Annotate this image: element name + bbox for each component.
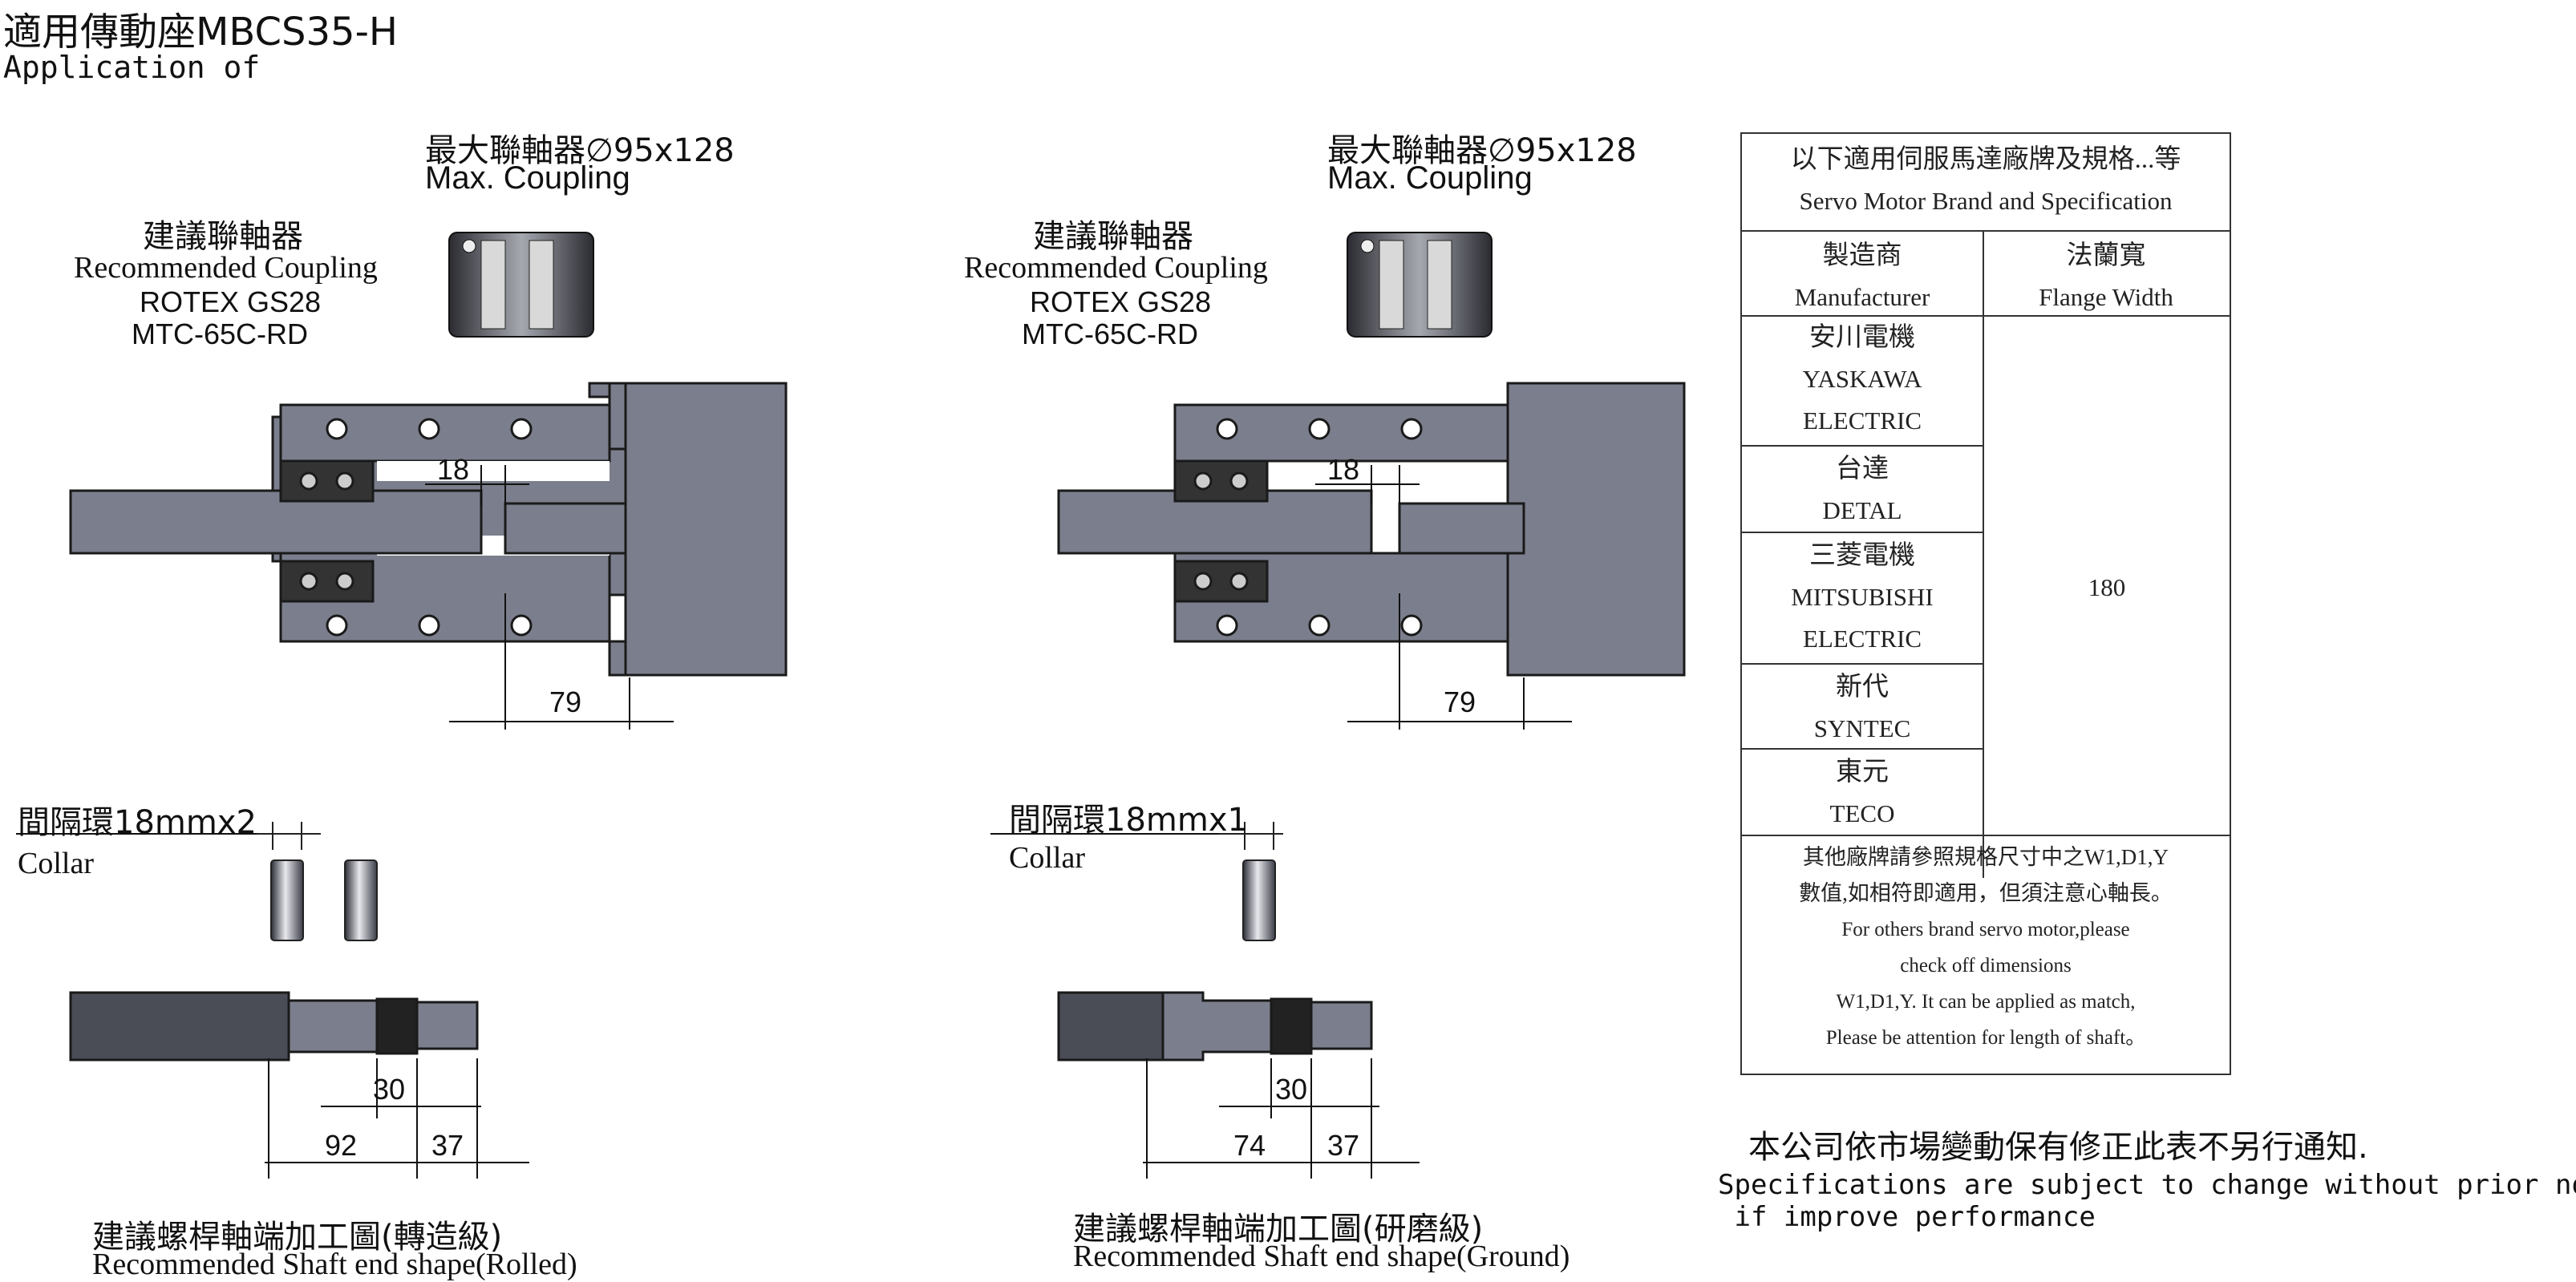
manufacturer-line1: 安川電機 (1809, 323, 1915, 352)
page-subtitle: Application of (3, 50, 261, 85)
right-caption-cn: 建議螺桿軸端加工圖(研磨級) (1073, 1211, 1484, 1248)
table-row: 東元 TECO (1742, 750, 1983, 835)
left-max-coupling-en: Max. Coupling (425, 160, 630, 196)
right-dimension-lines (1315, 465, 1572, 730)
notice-cn: 本公司依市場變動保有修正此表不另行通知. (1748, 1129, 2368, 1166)
left-dim-thread: 30 (373, 1073, 406, 1106)
right-dim-b: 37 (1327, 1129, 1360, 1162)
note-en-line2: check off dimensions (1900, 955, 2072, 977)
right-dim-gap: 18 (1327, 453, 1360, 486)
note-en-line1: For others brand servo motor,please (1841, 919, 2130, 940)
left-dim-a: 92 (325, 1129, 358, 1162)
note-divider (1742, 835, 2230, 836)
flange-width-value: 180 (2088, 573, 2126, 601)
col-flange-cn: 法蘭寬 (2066, 241, 2146, 270)
col-manufacturer-en: Manufacturer (1794, 283, 1930, 311)
right-assembly-drawing (1057, 382, 1686, 677)
col-manufacturer-cn: 製造商 (1822, 241, 1902, 270)
left-caption-en: Recommended Shaft end shape(Rolled) (92, 1248, 577, 1281)
column-divider (1983, 230, 1984, 878)
manufacturer-line2: SYNTEC (1813, 714, 1911, 742)
left-rec-coupling-cn: 建議聯軸器 (143, 218, 303, 255)
spec-table-header-cn: 以下適用伺服馬達廠牌及規格...等 (1790, 145, 2181, 174)
note-en-line4: Please be attention for length of shaft。 (1825, 1027, 2146, 1049)
left-shaft-end (69, 991, 479, 1062)
page-title: 適用傳動座MBCS35-H (3, 10, 398, 55)
left-collar-cn: 間隔環18mmx2 (18, 804, 257, 841)
left-dimension-lines (425, 465, 674, 730)
right-coupling-image (1347, 232, 1493, 338)
manufacturer-line3: ELECTRIC (1802, 625, 1922, 653)
note-en-line3: W1,D1,Y. It can be applied as match, (1836, 991, 2136, 1013)
right-collar (1219, 822, 1283, 941)
right-max-coupling-cn: 最大聯軸器∅95x128 (1327, 132, 1637, 169)
manufacturer-line2: MITSUBISHI (1791, 583, 1934, 611)
left-collars (257, 822, 378, 941)
spec-table-col-headers: 製造商 Manufacturer 法蘭寬 Flange Width (1742, 230, 2230, 317)
manufacturer-line3: ELECTRIC (1802, 406, 1922, 435)
left-rec-coupling-model1: ROTEX GS28 (140, 285, 322, 318)
left-assembly-drawing (69, 382, 788, 677)
manufacturer-line1: 三菱電機 (1809, 541, 1915, 570)
left-dim-length: 79 (549, 685, 582, 718)
right-rec-coupling-cn: 建議聯軸器 (1033, 218, 1193, 255)
spec-table-header-en: Servo Motor Brand and Specification (1799, 187, 2173, 215)
left-dim-gap: 18 (437, 453, 470, 486)
right-max-coupling-en: Max. Coupling (1327, 160, 1533, 196)
right-shaft-dimensions (1143, 1058, 1420, 1179)
manufacturer-line2: TECO (1829, 799, 1895, 827)
table-row: 三菱電機 MITSUBISHI ELECTRIC (1742, 533, 1983, 665)
manufacturer-line1: 東元 (1836, 758, 1889, 787)
manufacturer-line2: DETAL (1822, 496, 1902, 524)
left-shaft-dimensions (265, 1058, 529, 1179)
right-dim-length: 79 (1444, 685, 1476, 718)
left-rec-coupling-model2: MTC-65C-RD (132, 317, 308, 350)
left-rec-coupling-en: Recommended Coupling (74, 251, 378, 285)
left-caption-cn: 建議螺桿軸端加工圖(轉造級) (92, 1219, 503, 1256)
right-shaft-end (1057, 991, 1373, 1062)
manufacturer-line1: 台達 (1836, 455, 1889, 483)
notice-en-line2: if improve performance (1718, 1201, 2096, 1233)
right-collar-cn: 間隔環18mmx1 (1009, 802, 1248, 839)
manufacturer-line2: YASKAWA (1802, 365, 1922, 393)
left-coupling-image (448, 232, 594, 338)
right-caption-en: Recommended Shaft end shape(Ground) (1073, 1240, 1570, 1273)
table-row: 台達 DETAL (1742, 447, 1983, 533)
right-collar-en: Collar (1009, 841, 1085, 875)
right-dim-thread: 30 (1275, 1073, 1308, 1106)
left-max-coupling-cn: 最大聯軸器∅95x128 (425, 132, 735, 169)
right-rec-coupling-model2: MTC-65C-RD (1022, 317, 1198, 350)
right-rec-coupling-en: Recommended Coupling (964, 251, 1268, 285)
notice-en-line1: Specifications are subject to change wit… (1718, 1169, 2576, 1201)
spec-table: 以下適用伺服馬達廠牌及規格...等 Servo Motor Brand and … (1740, 132, 2231, 1075)
spec-table-header: 以下適用伺服馬達廠牌及規格...等 Servo Motor Brand and … (1742, 134, 2230, 232)
right-rec-coupling-model1: ROTEX GS28 (1030, 285, 1212, 318)
manufacturer-line1: 新代 (1836, 673, 1889, 702)
table-row: 安川電機 YASKAWA ELECTRIC (1742, 315, 1983, 447)
left-dim-b: 37 (431, 1129, 464, 1162)
note-cn-line1: 其他廠牌請參照規格尺寸中之W1,D1,Y (1803, 845, 2169, 869)
table-row: 新代 SYNTEC (1742, 665, 1983, 750)
left-collar-en: Collar (18, 847, 94, 880)
right-dim-a: 74 (1233, 1129, 1266, 1162)
note-cn-line2: 數值,如相符即適用，但須注意心軸長。 (1799, 881, 2173, 905)
col-flange-en: Flange Width (2039, 283, 2173, 311)
